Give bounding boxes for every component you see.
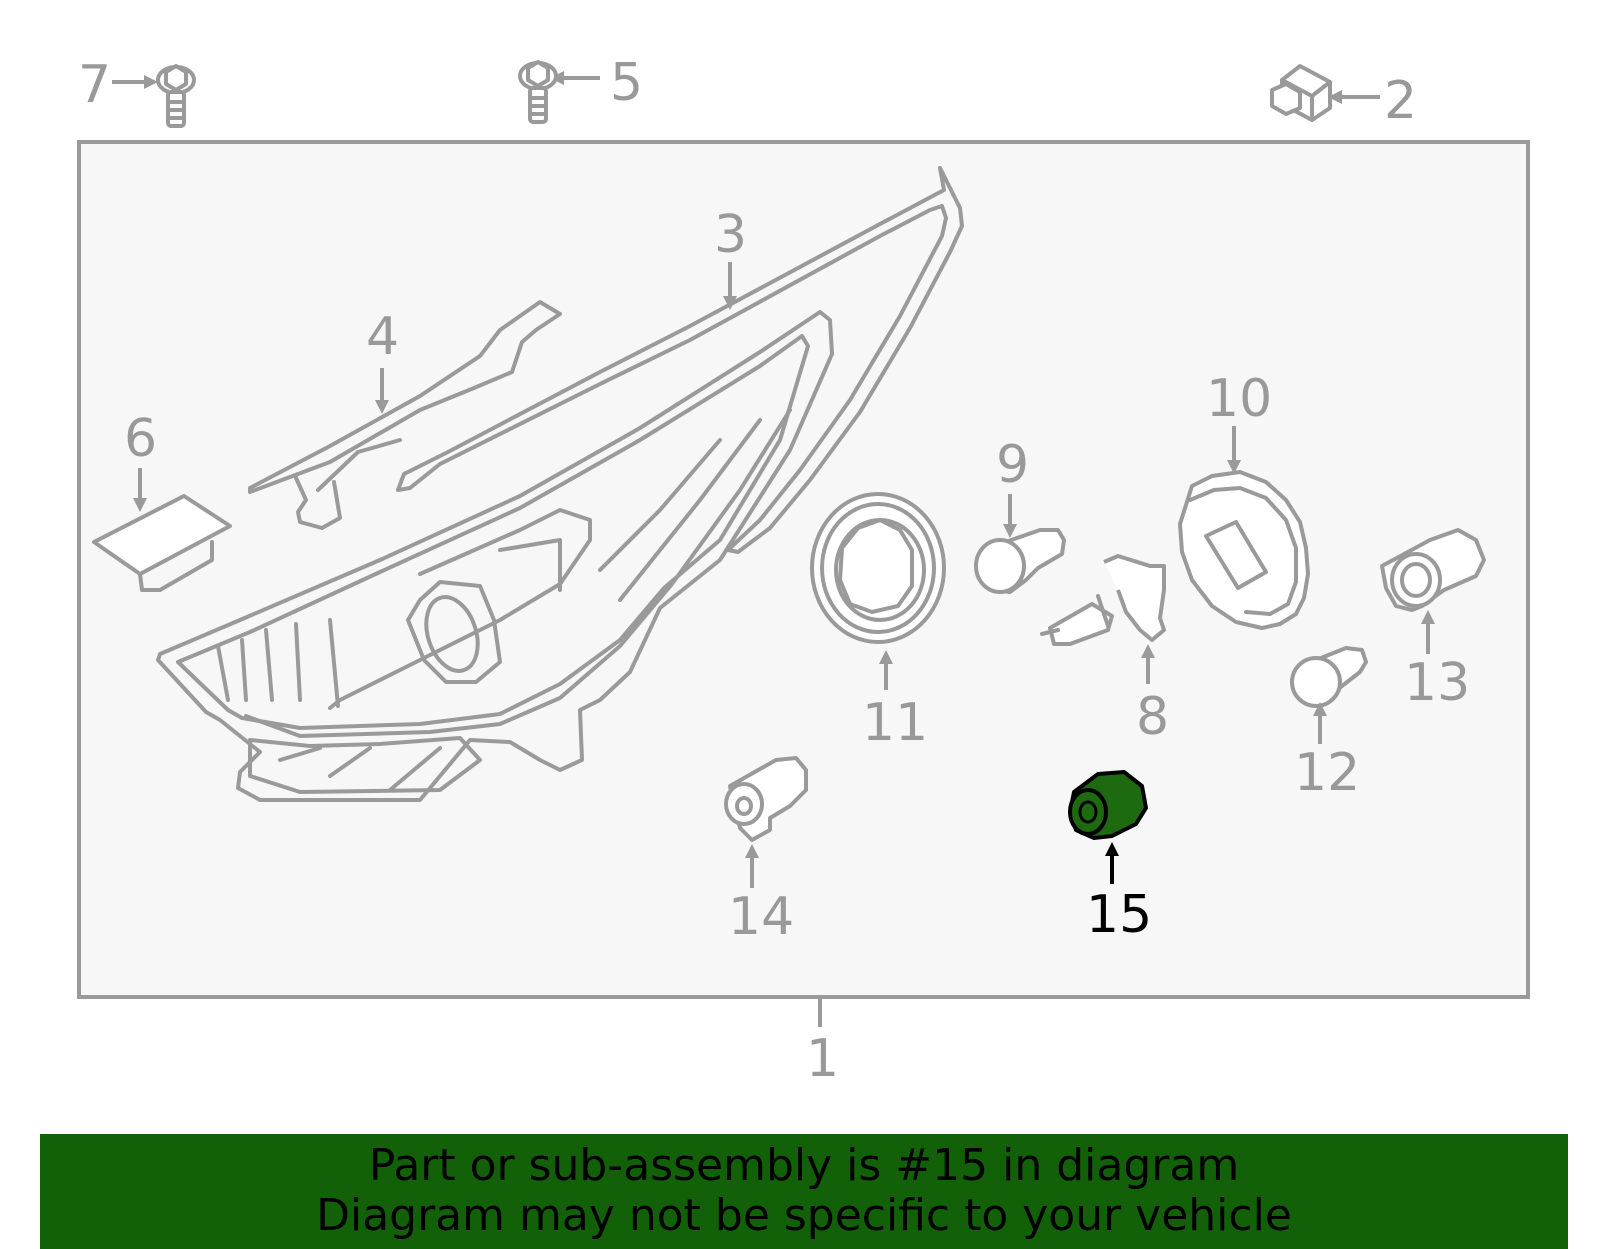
banner-line-part: Part or sub-assembly is #15 in diagram xyxy=(368,1140,1240,1191)
part-3-lens-icon[interactable] xyxy=(396,166,964,554)
part-9-bulb-icon[interactable] xyxy=(974,494,1066,594)
callout-5[interactable]: 5 xyxy=(610,53,643,113)
callout-13[interactable]: 13 xyxy=(1404,653,1470,713)
part-14-socket-icon[interactable] xyxy=(724,756,808,888)
callout-1[interactable]: 1 xyxy=(806,1029,839,1089)
info-banner: Part or sub-assembly is #15 in diagram D… xyxy=(40,1134,1568,1249)
callout-6[interactable]: 6 xyxy=(124,409,157,469)
part-4-bracket-icon[interactable] xyxy=(248,300,562,530)
assembly-frame xyxy=(77,140,1530,999)
part-6-cap-icon[interactable] xyxy=(92,468,232,592)
part-10-socket-cover-icon[interactable] xyxy=(1178,426,1310,630)
callout-9[interactable]: 9 xyxy=(996,435,1029,495)
callout-15[interactable]: 15 xyxy=(1086,885,1152,945)
headlamp-housing-icon xyxy=(156,310,834,802)
callout-7[interactable]: 7 xyxy=(78,55,111,115)
callout-12[interactable]: 12 xyxy=(1294,743,1360,803)
part-15-highlighted-icon[interactable] xyxy=(1068,770,1148,884)
part-7-bolt-icon[interactable] xyxy=(112,64,196,128)
part-13-socket-icon[interactable] xyxy=(1380,528,1486,654)
part-11-dust-cover-icon[interactable] xyxy=(810,492,946,690)
callout-3[interactable]: 3 xyxy=(714,205,747,265)
callout-14[interactable]: 14 xyxy=(728,887,794,947)
callout-2[interactable]: 2 xyxy=(1384,71,1417,131)
callout-4[interactable]: 4 xyxy=(366,307,399,367)
callout-10[interactable]: 10 xyxy=(1206,369,1272,429)
part-5-bolt-icon[interactable] xyxy=(518,60,600,124)
callout-11[interactable]: 11 xyxy=(862,693,928,753)
banner-line-disclaimer: Diagram may not be specific to your vehi… xyxy=(316,1190,1292,1241)
callout-8[interactable]: 8 xyxy=(1136,687,1169,747)
part-12-bulb-icon[interactable] xyxy=(1290,646,1368,744)
part-2-clip-icon[interactable] xyxy=(1270,64,1380,122)
part-8-bulb-icon[interactable] xyxy=(1040,554,1166,684)
